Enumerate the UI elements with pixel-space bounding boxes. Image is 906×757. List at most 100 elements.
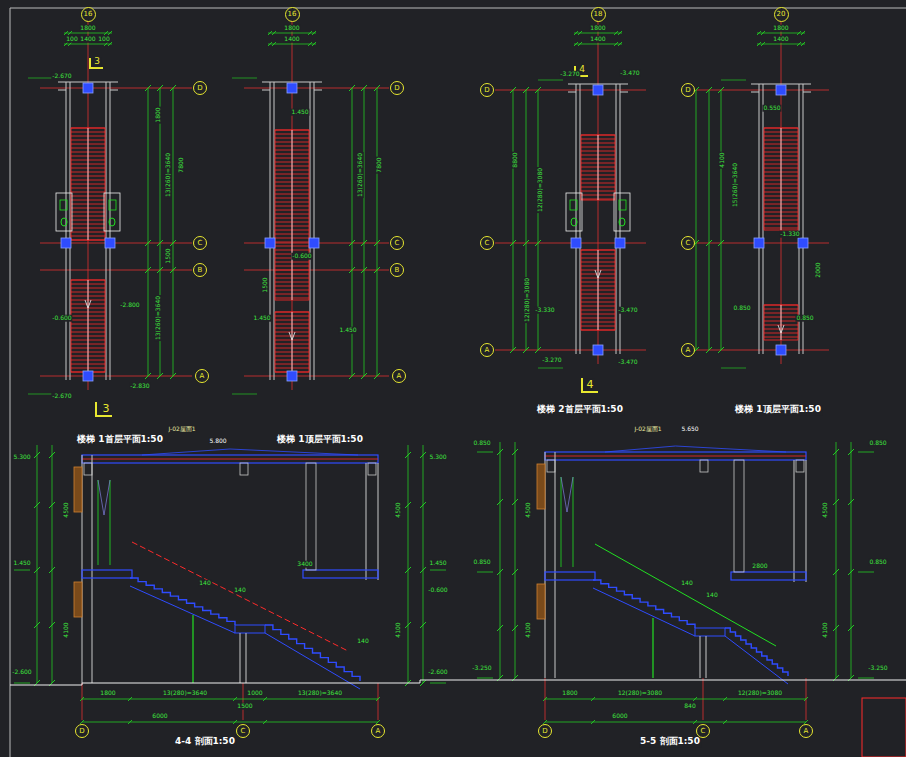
axis-label: A [804, 728, 809, 735]
drawing-line [374, 267, 380, 273]
drawing-rect [309, 238, 319, 248]
drawing-line [761, 42, 765, 46]
drawing-path [593, 580, 695, 628]
drawing-line [721, 80, 746, 81]
drawing-line [833, 625, 839, 631]
dimension-text: 7800 [178, 156, 185, 173]
dimension-text: -3.270 [559, 71, 580, 78]
drawing-line [145, 240, 151, 246]
drawing-line [568, 92, 576, 93]
drawing-path [90, 58, 103, 68]
drawing-rect [235, 625, 265, 633]
axis-bubble: C [193, 236, 207, 250]
axis-label: A [200, 373, 205, 380]
toilet-symbol [109, 218, 115, 226]
drawing-line [510, 240, 516, 246]
drawing-line [10, 8, 906, 9]
dimension-text: 6000 [611, 713, 628, 720]
drawing-line [262, 82, 322, 83]
drawing-rect [545, 572, 595, 580]
dimension-text: 1500 [165, 247, 172, 264]
drawing-line [34, 567, 40, 573]
drawing-path [477, 678, 493, 679]
drawing-line [543, 697, 547, 701]
drawing-line [591, 697, 595, 701]
axis-label: D [542, 728, 547, 735]
drawing-rect [700, 460, 708, 472]
drawing-rect [695, 628, 725, 636]
dimension-text: 1.450 [12, 560, 31, 567]
dimension-text: 4100 [63, 621, 70, 638]
axis-bubble: D [480, 83, 494, 97]
dimension-text: -3.250 [867, 665, 888, 672]
drawing-line [598, 250, 599, 330]
drawing-line [34, 622, 40, 628]
dimension-text: 2800 [751, 563, 768, 570]
drawing-line [68, 31, 72, 35]
dimension-text: 0.850 [472, 440, 491, 447]
section-mark: 3 [102, 403, 111, 415]
drawing-line [361, 240, 367, 246]
drawing-line [497, 449, 503, 455]
drawing-line [58, 90, 66, 91]
drawing-line [848, 499, 854, 505]
drawing-line [848, 569, 854, 575]
dimension-text: 1.450 [252, 315, 271, 322]
axis-label: C [241, 728, 246, 735]
drawing-rect [84, 463, 92, 475]
dimension-text: 12(280)=3080 [617, 690, 663, 697]
drawing-line [374, 85, 380, 91]
drawing-line [757, 33, 805, 34]
drawing-line [80, 697, 84, 701]
drawing-line [568, 84, 628, 85]
drawing-line [718, 87, 724, 93]
drawing-line [578, 31, 582, 35]
axis-bubble: A [681, 343, 695, 357]
drawing-line [580, 84, 581, 354]
drawing-path [477, 572, 493, 573]
drawing-line [377, 88, 378, 376]
drawing-line [512, 625, 518, 631]
drawing-line [82, 699, 378, 700]
dimension-text: 8800 [512, 151, 519, 168]
drawing-path [289, 332, 295, 340]
drawing-line [420, 680, 426, 686]
drawing-line [10, 8, 11, 757]
dimension-text: 5.300 [428, 454, 447, 461]
dimension-text: 0.850 [868, 559, 887, 566]
drawing-line [721, 90, 722, 350]
dimension-text: -2.600 [427, 669, 448, 676]
axis-bubble: 18 [591, 7, 606, 22]
drawing-line [497, 625, 503, 631]
axis-bubble: A [480, 343, 494, 357]
drawing-rect [754, 238, 764, 248]
drawing-rect [275, 130, 309, 300]
drawing-line [361, 85, 367, 91]
drawing-line [545, 722, 806, 723]
drawing-path [778, 325, 784, 333]
drawing-path [858, 452, 874, 453]
drawing-path [130, 586, 235, 633]
drawing-line [310, 82, 311, 380]
dimension-text: 13(260)=3640 [357, 152, 364, 198]
dimension-text: J-02屋面1 [167, 426, 196, 433]
drawing-line [706, 347, 712, 353]
drawing-line [500, 442, 501, 678]
dimension-text: 13(280)=3640 [162, 690, 208, 697]
drawing-line [833, 569, 839, 575]
dimension-text: 140 [233, 587, 246, 594]
drawing-rect [776, 85, 786, 95]
drawing-rect [581, 250, 615, 330]
drawing-line [555, 452, 556, 678]
drawing-line [618, 42, 622, 46]
drawing-rect [545, 452, 806, 460]
drawing-line [268, 31, 272, 35]
drawing-line [28, 394, 53, 395]
drawing-rect [619, 200, 626, 210]
axis-bubble: A [371, 724, 385, 738]
drawing-line [374, 240, 380, 246]
dimension-text: 1800 [155, 106, 162, 123]
dimension-text: 1.450 [428, 560, 447, 567]
drawing-line [268, 33, 316, 34]
drawing-line [173, 88, 174, 376]
